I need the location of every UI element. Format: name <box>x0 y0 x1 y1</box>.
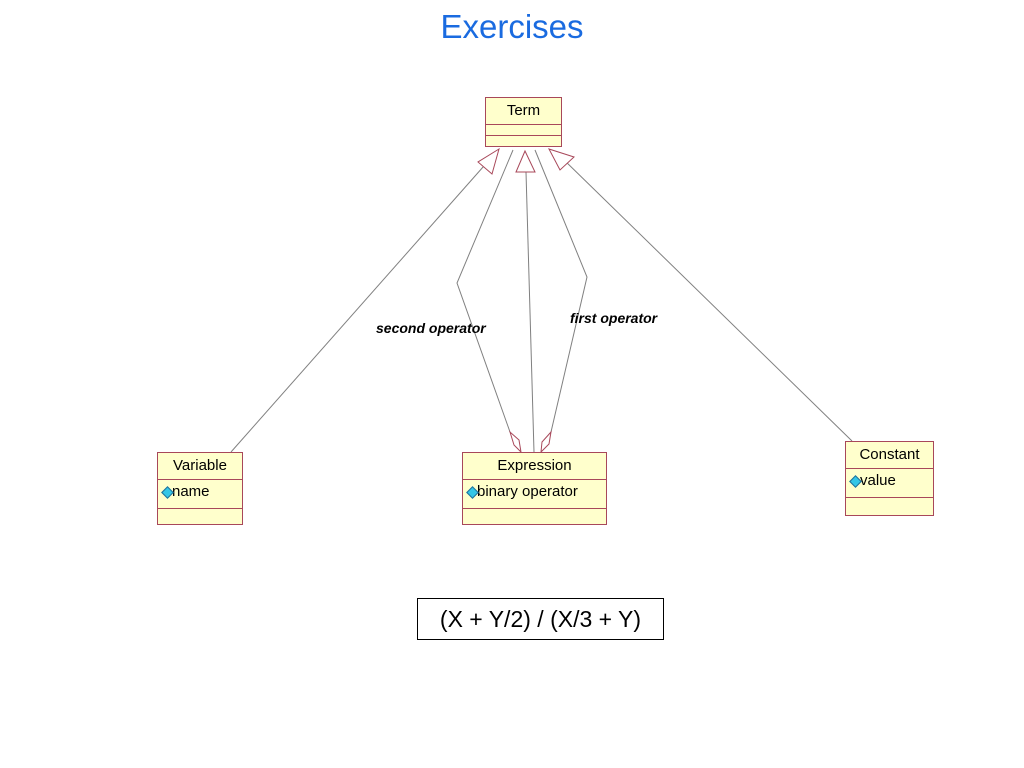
generalization-arrowhead-variable <box>477 147 500 175</box>
class-constant[interactable]: Constant value <box>845 441 934 516</box>
aggregation-diamond-second <box>508 430 522 454</box>
class-expression[interactable]: Expression binary operator <box>462 452 607 525</box>
class-term-name: Term <box>486 98 561 125</box>
class-term-attributes <box>486 125 561 136</box>
generalization-arrowhead-constant <box>547 148 575 171</box>
class-constant-name: Constant <box>846 442 933 469</box>
aggregation-diamond-first <box>540 430 552 454</box>
class-term[interactable]: Term <box>485 97 562 147</box>
formula-box: (X + Y/2) / (X/3 + Y) <box>417 598 664 640</box>
class-expression-name: Expression <box>463 453 606 480</box>
aggregation-second-operator <box>456 149 514 433</box>
class-constant-attributes: value <box>846 469 933 498</box>
attribute-binary-operator: binary operator <box>477 483 578 500</box>
generalization-variable-term <box>230 157 492 453</box>
class-variable[interactable]: Variable name <box>157 452 243 525</box>
role-second-operator: second operator <box>376 320 486 336</box>
attribute-value: value <box>860 472 896 489</box>
generalization-expression-term <box>525 171 535 453</box>
attribute-name: name <box>172 483 210 500</box>
class-variable-attributes: name <box>158 480 242 509</box>
class-expression-attributes: binary operator <box>463 480 606 509</box>
aggregation-first-operator <box>534 149 588 433</box>
generalization-arrowhead-expression <box>515 149 536 173</box>
class-variable-name: Variable <box>158 453 242 480</box>
generalization-constant-term <box>561 157 853 442</box>
role-first-operator: first operator <box>570 310 658 326</box>
page-title: Exercises <box>440 8 584 45</box>
